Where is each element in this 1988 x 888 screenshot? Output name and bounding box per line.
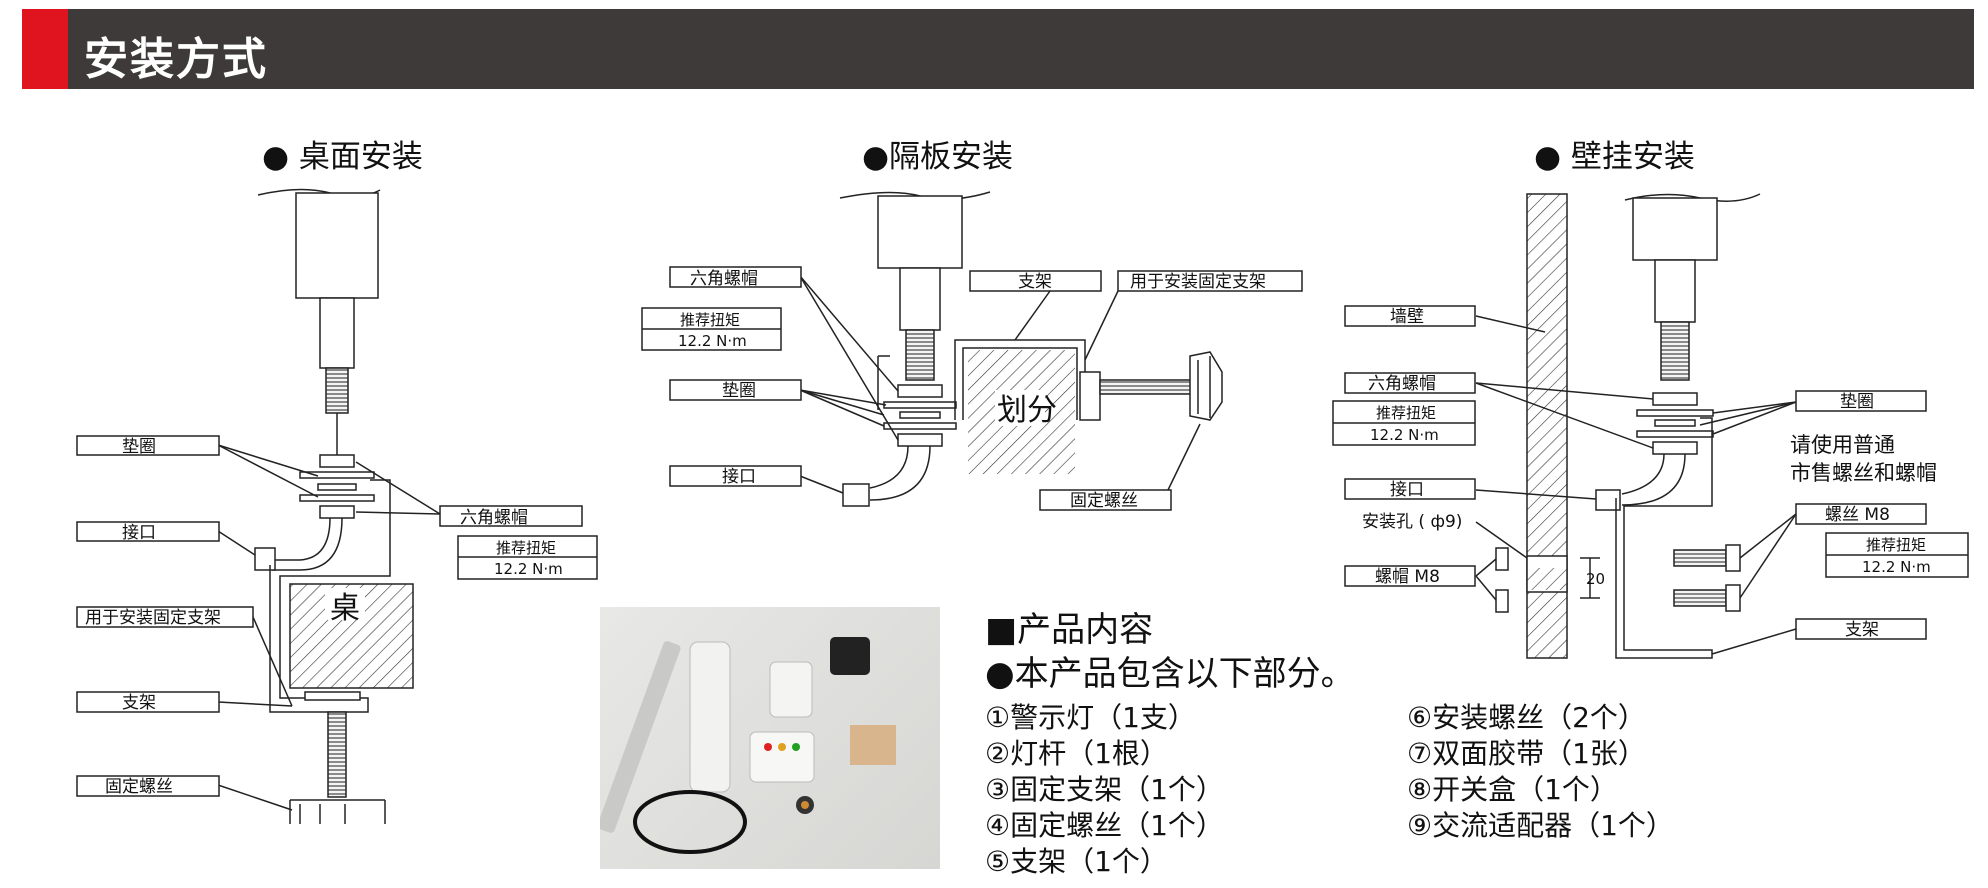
- product-contents: ■产品内容 ●本产品包含以下部分。 ①警示灯（1支） ②灯杆（1根） ③固定支架…: [985, 608, 1745, 878]
- desk-label-bracket: 支架: [122, 693, 156, 713]
- list-item: ⑧开关盒（1个）: [1407, 773, 1618, 806]
- list-item: ⑨交流适配器（1个）: [1407, 809, 1674, 842]
- wall-torque-value-2: 12.2 N·m: [1862, 558, 1931, 576]
- desk-label-washer: 垫圈: [122, 437, 156, 457]
- partition-label-bracket-fix: 用于安装固定支架: [1130, 272, 1266, 292]
- section-header: 安装方式: [22, 9, 1974, 89]
- wall-label-hex-nut: 六角螺帽: [1368, 374, 1436, 394]
- wall-label-wall: 墙壁: [1390, 307, 1424, 327]
- partition-torque-title: 推荐扭矩: [680, 311, 740, 329]
- desk-mount-diagram: ● 桌面安装 桌 垫圈 接口 六角螺帽: [76, 139, 598, 824]
- desk-label: 桌: [330, 591, 360, 626]
- list-item: ①警示灯（1支）: [985, 701, 1196, 734]
- wall-torque-value: 12.2 N·m: [1370, 426, 1439, 444]
- page-title: 安装方式: [84, 34, 268, 85]
- contents-heading: ■产品内容: [985, 610, 1154, 650]
- list-item: ⑤支架（1个）: [985, 845, 1168, 878]
- wall-torque-title: 推荐扭矩: [1376, 404, 1436, 422]
- list-item: ⑥安装螺丝（2个）: [1407, 701, 1646, 734]
- wall-mount-diagram: ● 壁挂安装 20: [1332, 139, 1969, 659]
- wall-label-nut-m8: 螺帽 M8: [1375, 567, 1440, 587]
- wall-label-washer: 垫圈: [1840, 392, 1874, 412]
- partition-label-bracket: 支架: [1018, 272, 1052, 292]
- contents-subheading: ●本产品包含以下部分。: [985, 654, 1355, 694]
- wall-mount-title: ● 壁挂安装: [1534, 139, 1695, 175]
- wall-label-hole: 安装孔 ( ф9): [1362, 512, 1462, 532]
- partition-board-label: 划分: [997, 393, 1057, 428]
- partition-label-connector: 接口: [722, 467, 756, 487]
- wall-label-connector: 接口: [1390, 480, 1424, 500]
- partition-label-washer: 垫圈: [722, 381, 756, 401]
- desk-label-connector: 接口: [122, 523, 156, 543]
- desk-label-hex-nut: 六角螺帽: [460, 508, 528, 528]
- desk-label-bracket-fix: 用于安装固定支架: [85, 608, 221, 628]
- list-item: ②灯杆（1根）: [985, 737, 1168, 770]
- list-item: ④固定螺丝（1个）: [985, 809, 1224, 842]
- list-item: ③固定支架（1个）: [985, 773, 1224, 806]
- desk-torque-value: 12.2 N·m: [494, 560, 563, 578]
- wall-dimension: 20: [1586, 570, 1605, 588]
- partition-mount-diagram: ●隔板安装 划分 六角螺帽 推荐扭矩: [641, 139, 1303, 511]
- wall-note-line2: 市售螺丝和螺帽: [1790, 461, 1937, 485]
- wall-label-bolt-m8: 螺丝 M8: [1825, 505, 1890, 525]
- product-photo: [597, 607, 940, 869]
- desk-torque-title: 推荐扭矩: [496, 539, 556, 557]
- contents-list-1: ①警示灯（1支） ②灯杆（1根） ③固定支架（1个） ④固定螺丝（1个） ⑤支架…: [985, 700, 1224, 880]
- wall-note-line1: 请使用普通: [1790, 433, 1895, 457]
- header-accent-bar: [22, 9, 68, 89]
- partition-label-screw: 固定螺丝: [1070, 491, 1138, 511]
- desk-label-screw: 固定螺丝: [105, 777, 173, 797]
- desk-mount-title: ● 桌面安装: [262, 139, 423, 175]
- list-item: ⑦双面胶带（1张）: [1407, 737, 1646, 770]
- partition-torque-value: 12.2 N·m: [678, 332, 747, 350]
- partition-mount-title: ●隔板安装: [862, 139, 1013, 175]
- wall-torque-title-2: 推荐扭矩: [1866, 536, 1926, 554]
- wall-label-bracket: 支架: [1845, 620, 1879, 640]
- contents-list-2: ⑥安装螺丝（2个） ⑦双面胶带（1张） ⑧开关盒（1个） ⑨交流适配器（1个）: [1407, 700, 1674, 844]
- partition-label-hex-nut: 六角螺帽: [690, 269, 758, 289]
